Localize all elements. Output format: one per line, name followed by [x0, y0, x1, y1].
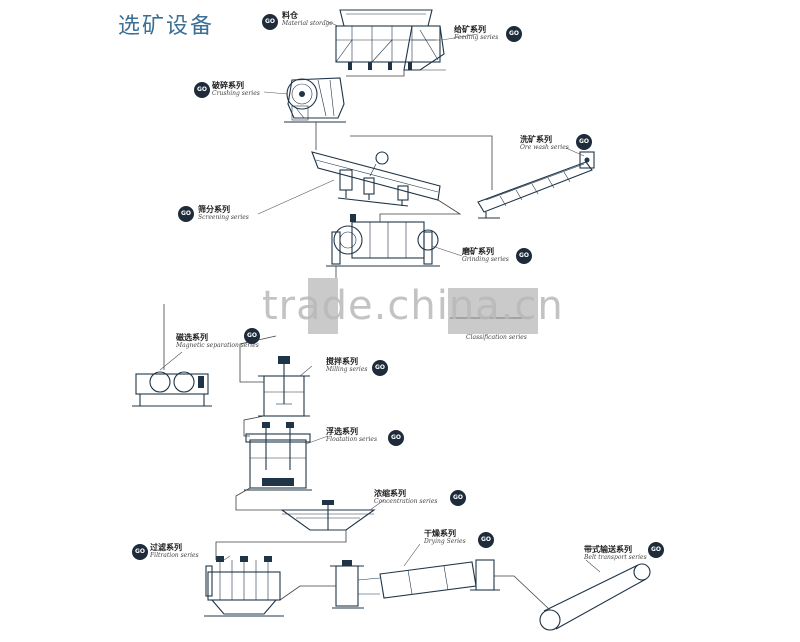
badge-concentration-series[interactable]: GO: [450, 490, 466, 506]
ball-mill-machine: [326, 214, 440, 266]
label-grinding-series: 磨矿系列 Grinding series: [462, 248, 509, 263]
belt-conveyor-machine: [540, 564, 650, 630]
vibrating-screen-machine: [312, 152, 440, 206]
badge-material-storage[interactable]: GO: [262, 14, 278, 30]
flotation-cell-machine: [244, 422, 312, 490]
label-crushing-series: 破碎系列 Crushing series: [212, 82, 260, 97]
magnetic-separator-machine: [132, 372, 212, 406]
label-feeding-series: 给矿系列 Feeding series: [454, 26, 498, 41]
badge-magnetic-separation-series[interactable]: GO: [244, 328, 260, 344]
rotary-dryer-machine: [330, 560, 500, 608]
badge-feeding-series[interactable]: GO: [506, 26, 522, 42]
badge-crushing-series[interactable]: GO: [194, 82, 210, 98]
jaw-crusher-machine: [284, 78, 346, 122]
label-concentration-series: 浓缩系列 Concentration series: [374, 490, 437, 505]
label-ore-wash-series: 洗矿系列 Ore wash series: [520, 136, 569, 151]
label-screening-series: 筛分系列 Screening series: [198, 206, 249, 221]
badge-ore-wash-series[interactable]: GO: [576, 134, 592, 150]
watermark: trade.china.cn: [262, 283, 564, 329]
badge-filtration-series[interactable]: GO: [132, 544, 148, 560]
label-milling-series: 搅拌系列 Milling series: [326, 358, 367, 373]
label-material-storage: 料仓 Material storage: [282, 12, 333, 27]
badge-milling-series[interactable]: GO: [372, 360, 388, 376]
label-drying-series: 干燥系列 Drying Series: [424, 530, 466, 545]
badge-drying-series[interactable]: GO: [478, 532, 494, 548]
label-floatation-series: 浮选系列 Floatation series: [326, 428, 377, 443]
badge-screening-series[interactable]: GO: [178, 206, 194, 222]
thickener-machine: [282, 500, 374, 530]
ore-washer-machine: [478, 152, 594, 218]
label-belt-transport-series: 带式输送系列 Belt transport series: [584, 546, 647, 561]
filter-press-machine: [204, 556, 284, 616]
badge-grinding-series[interactable]: GO: [516, 248, 532, 264]
label-filtration-series: 过滤系列 Filtration series: [150, 544, 199, 559]
mixing-tank-machine: [258, 356, 310, 416]
badge-floatation-series[interactable]: GO: [388, 430, 404, 446]
badge-belt-transport-series[interactable]: GO: [648, 542, 664, 558]
label-classification-series: Classification series: [466, 334, 527, 341]
